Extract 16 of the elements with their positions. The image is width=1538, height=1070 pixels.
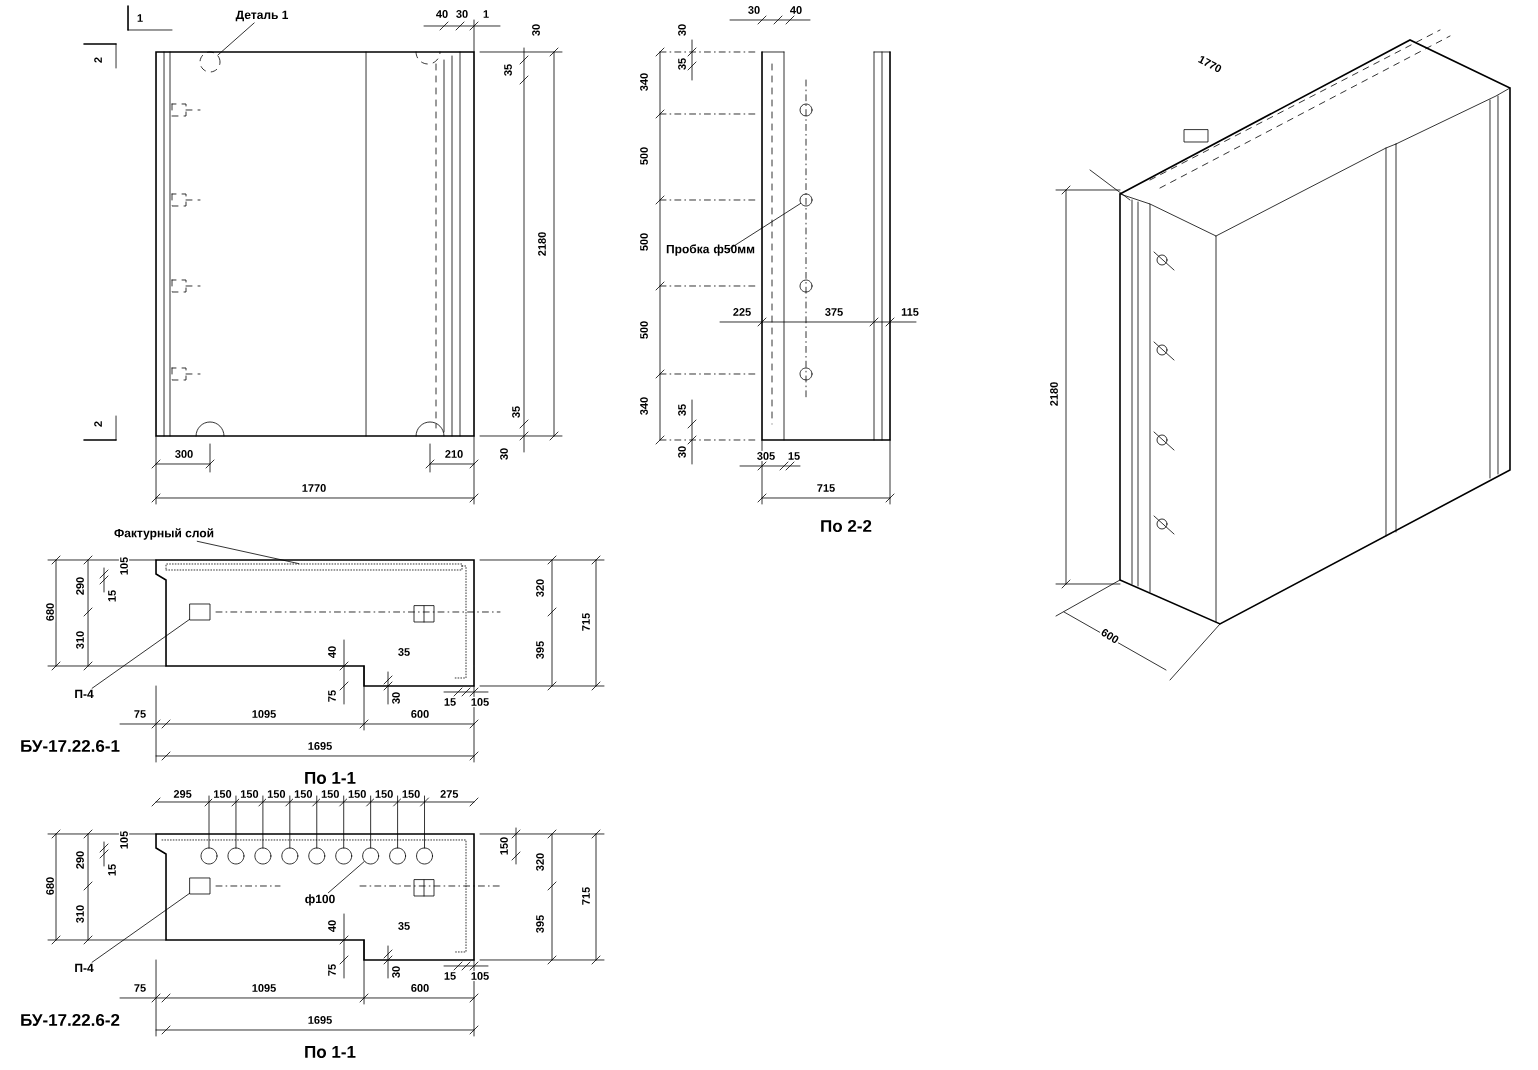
leader-line [217, 22, 255, 56]
plate-box [189, 603, 211, 621]
leader-line [91, 892, 190, 963]
notch-circle [199, 51, 221, 73]
leader-line [196, 540, 299, 564]
mark-code: БУ-17.22.6-2 [18, 1012, 122, 1028]
leader-line [327, 861, 365, 894]
view-title: По 1-1 [302, 1044, 358, 1060]
plate-box [189, 877, 211, 895]
textured-layer-bar [165, 563, 463, 571]
hole-circle [362, 847, 380, 865]
view-title: По 1-1 [302, 770, 358, 786]
view-title: По 2-2 [818, 518, 874, 534]
mark-code: БУ-17.22.6-1 [18, 738, 122, 754]
leader-line [727, 203, 801, 251]
leader-line [91, 618, 190, 689]
